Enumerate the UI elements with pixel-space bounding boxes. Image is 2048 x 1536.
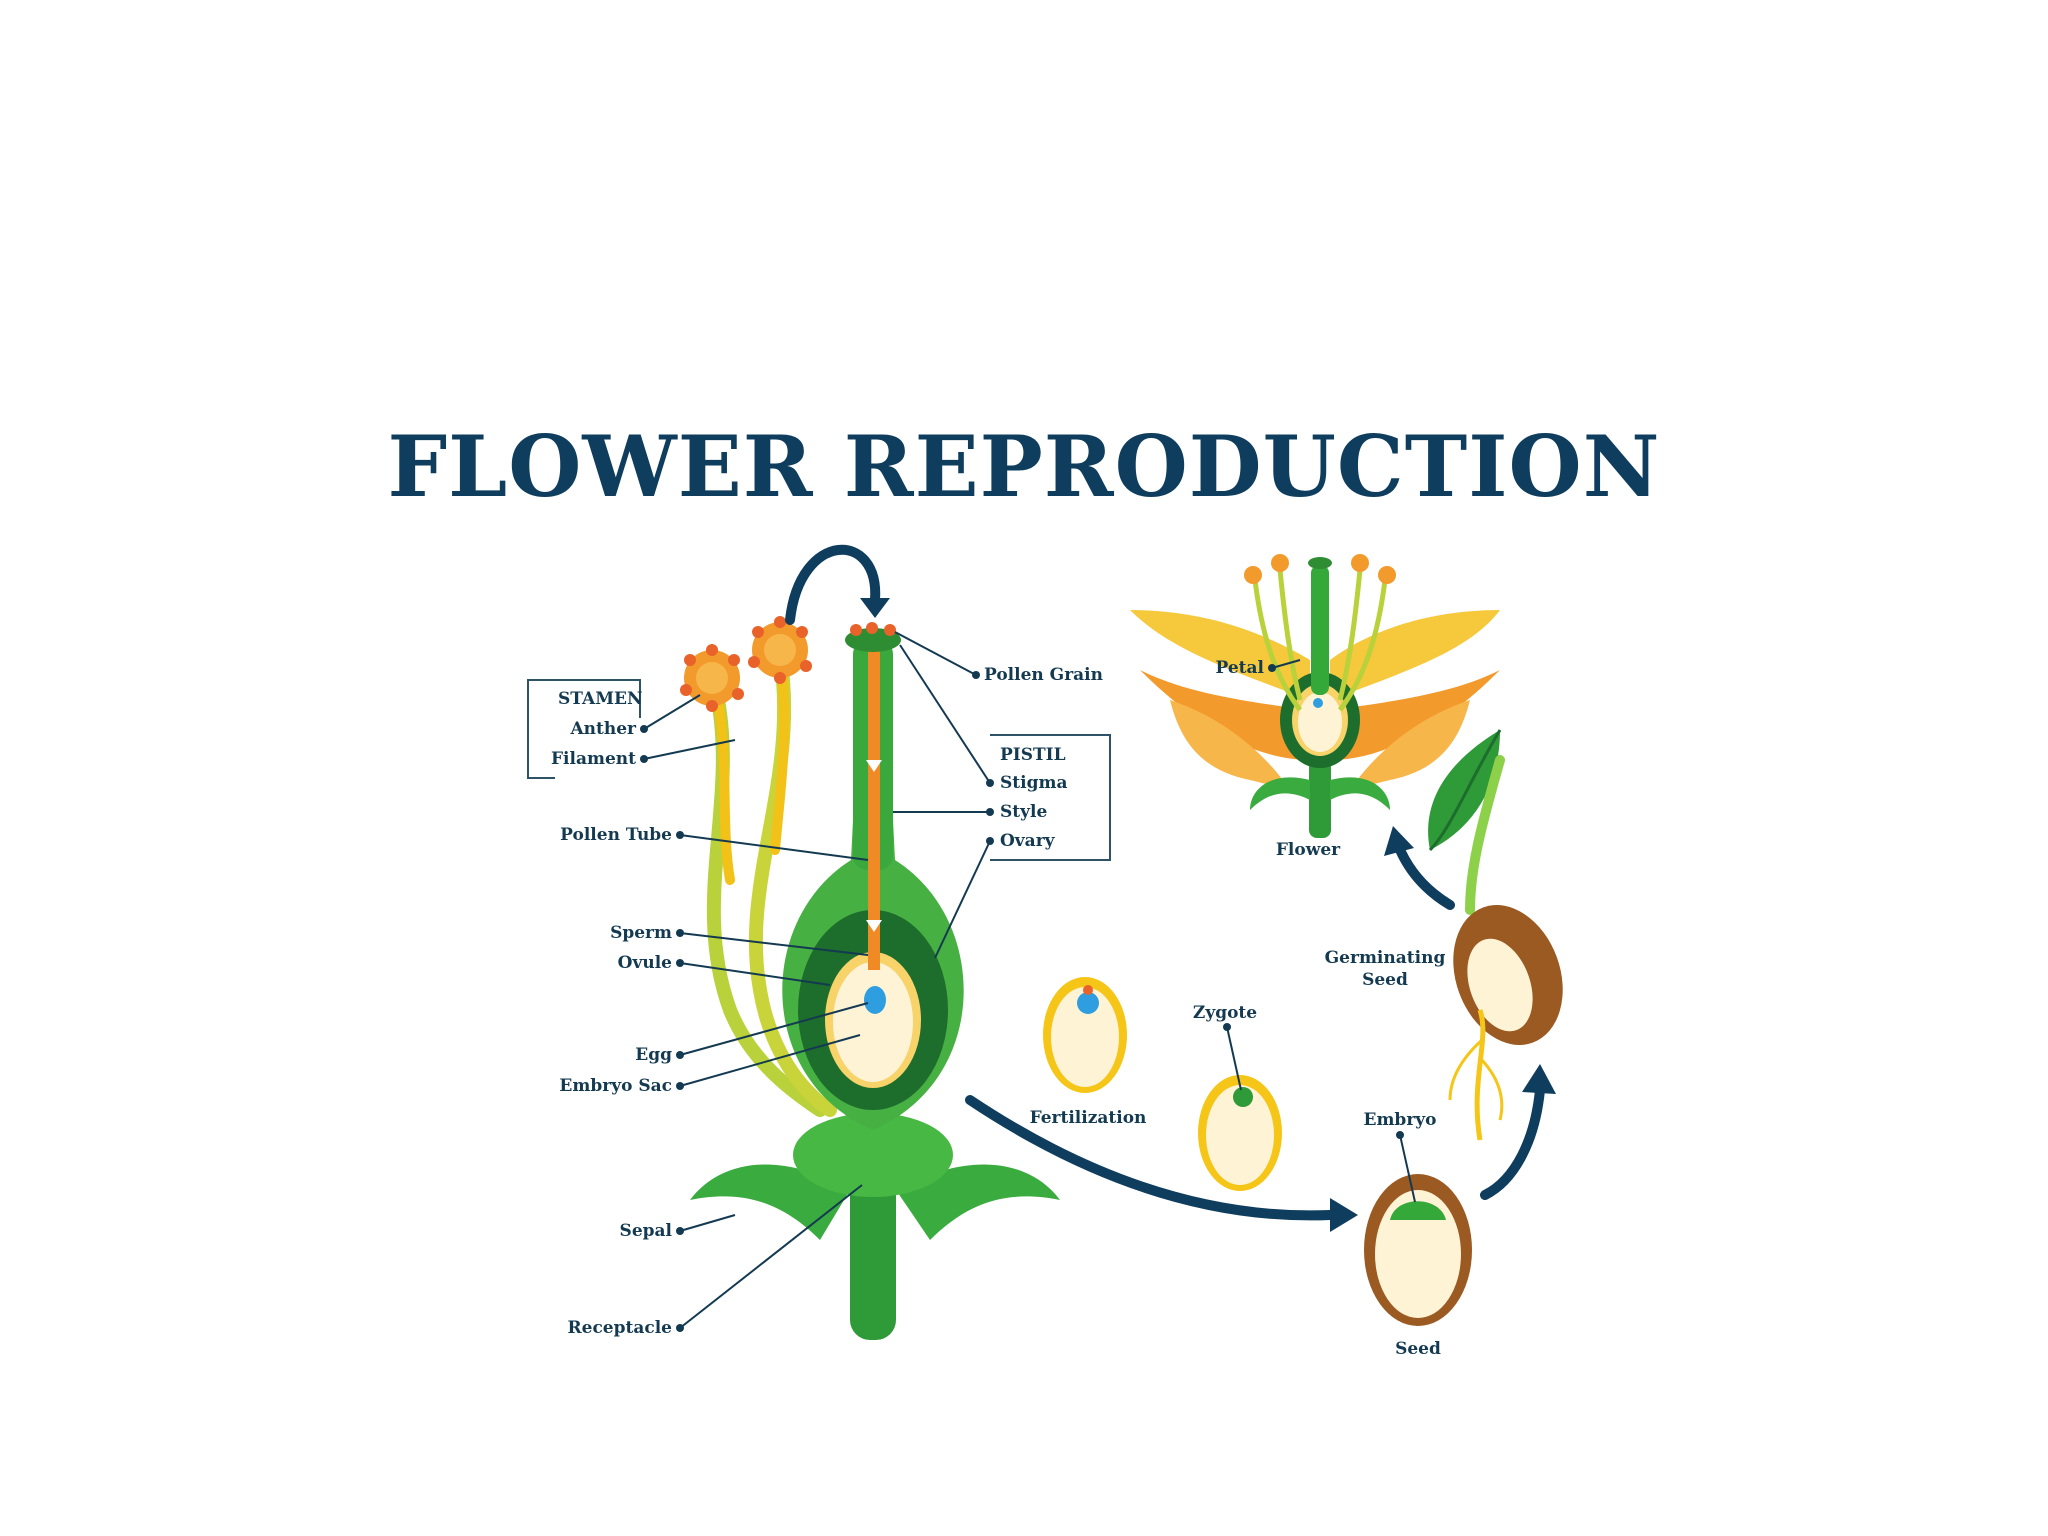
flower-illustration — [1130, 554, 1500, 838]
label-zygote: Zygote — [1193, 1003, 1257, 1023]
label-filament: Filament — [551, 749, 636, 769]
label-seed: Seed — [1395, 1339, 1441, 1359]
label-embryo: Embryo — [1363, 1110, 1436, 1130]
arrow-to-flower — [1393, 840, 1455, 910]
diagram-title: FLOWER REPRODUCTION — [388, 417, 1661, 516]
pistil-box — [990, 734, 1111, 861]
stamen-heading: STAMEN — [558, 689, 643, 709]
pistil-illustration — [690, 622, 1060, 1340]
zygote-illustration — [1198, 1075, 1282, 1191]
label-ovary: Ovary — [1000, 831, 1056, 851]
label-germinating-seed-line2: Seed — [1362, 970, 1408, 990]
label-stigma: Stigma — [1000, 773, 1067, 793]
anther-right — [748, 616, 812, 684]
label-egg: Egg — [635, 1045, 672, 1065]
anther-left — [680, 644, 744, 712]
arrow-to-germinating-seed — [1480, 1085, 1545, 1200]
label-sperm: Sperm — [610, 923, 672, 943]
label-germinating-seed-line1: Germinating — [1325, 948, 1446, 968]
label-pollen-tube: Pollen Tube — [560, 825, 672, 845]
label-receptacle: Receptacle — [568, 1318, 673, 1338]
label-flower: Flower — [1276, 840, 1341, 860]
label-embryo-sac: Embryo Sac — [559, 1076, 672, 1096]
stamen-illustration — [680, 616, 837, 1117]
arrow-to-seed — [965, 1095, 1335, 1221]
germinating-seed-illustration — [1428, 729, 1563, 1141]
label-pollen-grain: Pollen Grain — [984, 665, 1103, 685]
label-style: Style — [1000, 802, 1047, 822]
pollination-arrow — [785, 544, 881, 625]
label-fertilization: Fertilization — [1030, 1108, 1147, 1128]
label-petal: Petal — [1216, 658, 1265, 678]
label-ovule: Ovule — [618, 953, 673, 973]
pistil-heading: PISTIL — [1000, 745, 1066, 765]
stamen-box-top — [528, 679, 641, 718]
label-anther: Anther — [569, 719, 637, 739]
seed-illustration — [1364, 1174, 1472, 1326]
fertilization-illustration — [1043, 977, 1127, 1093]
label-sepal: Sepal — [620, 1221, 673, 1241]
